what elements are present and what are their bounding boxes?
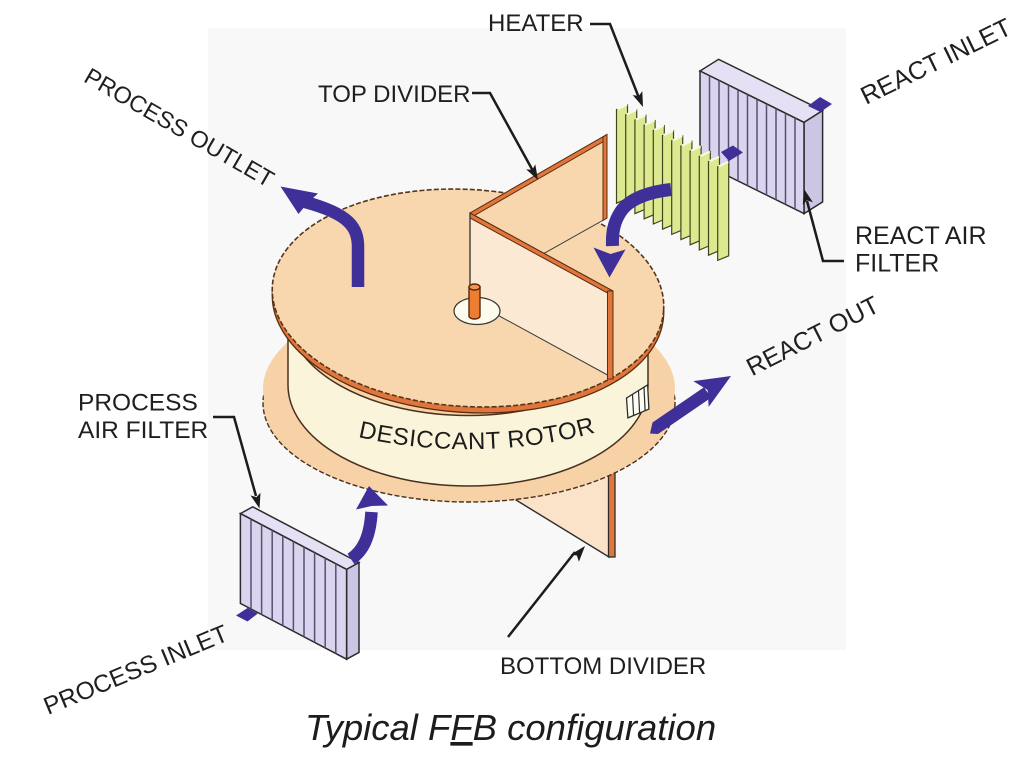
svg-text:PROCESS INLET: PROCESS INLET: [40, 620, 232, 720]
svg-text:FILTER: FILTER: [855, 250, 939, 278]
svg-text:PROCESS: PROCESS: [78, 390, 198, 417]
svg-text:Typical FFB configuration: Typical FFB configuration: [305, 707, 716, 748]
svg-text:HEATER: HEATER: [488, 10, 584, 37]
svg-text:BOTTOM DIVIDER: BOTTOM DIVIDER: [500, 653, 706, 680]
svg-text:REACT INLET: REACT INLET: [856, 13, 1016, 110]
svg-text:TOP DIVIDER: TOP DIVIDER: [318, 81, 470, 108]
svg-text:AIR FILTER: AIR FILTER: [78, 417, 208, 444]
svg-text:REACT AIR: REACT AIR: [855, 222, 987, 250]
